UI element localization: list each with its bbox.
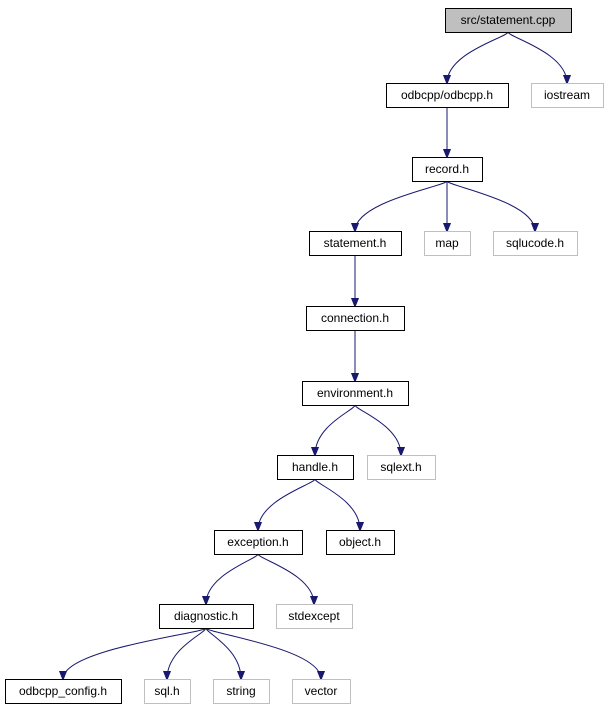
node-box: [306, 306, 405, 331]
node-label: vector: [305, 684, 338, 698]
node-box: [531, 83, 604, 108]
node-odbcpp-config-h[interactable]: odbcpp_config.h: [5, 679, 122, 704]
node-box: [412, 157, 483, 182]
node-label: diagnostic.h: [174, 609, 238, 623]
edge-handle_h-to-object_h: [314, 478, 360, 530]
node-diagnostic-h[interactable]: diagnostic.h: [159, 604, 254, 629]
node-label: object.h: [339, 535, 381, 549]
node-box: [214, 530, 303, 555]
node-odbcpp-h[interactable]: odbcpp/odbcpp.h: [386, 83, 509, 108]
node-label: string: [226, 684, 255, 698]
node-label: sqlext.h: [380, 460, 421, 474]
edge-exception_h-to-stdexcept: [257, 553, 314, 604]
node-box: [309, 231, 402, 256]
node-box: [326, 530, 395, 555]
node-sqlucode-h: sqlucode.h: [493, 231, 578, 256]
node-box: [276, 604, 353, 629]
edge-statement_cpp-to-odbcpp_h: [447, 31, 509, 83]
edge-diagnostic_h-to-vector: [205, 627, 321, 679]
node-box: [493, 231, 578, 256]
node-box: [292, 679, 351, 704]
edges: [63, 31, 567, 679]
node-label: sql.h: [154, 684, 179, 698]
edge-statement_cpp-to-iostream: [507, 31, 567, 83]
edge-environment_h-to-sqlext_h: [354, 404, 401, 455]
node-label: record.h: [425, 162, 469, 176]
node-connection-h[interactable]: connection.h: [306, 306, 405, 331]
edge-diagnostic_h-to-sql_h: [167, 627, 207, 679]
node-label: statement.h: [324, 236, 387, 250]
node-exception-h[interactable]: exception.h: [214, 530, 303, 555]
edge-environment_h-to-handle_h: [315, 404, 356, 455]
node-box: [302, 381, 409, 406]
node-record-h[interactable]: record.h: [412, 157, 483, 182]
edge-handle_h-to-exception_h: [258, 478, 316, 530]
node-label: stdexcept: [288, 609, 340, 623]
node-box: [213, 679, 270, 704]
nodes: src/statement.cpp odbcpp/odbcpp.h iostream…: [5, 8, 604, 704]
node-object-h[interactable]: object.h: [326, 530, 395, 555]
node-vector: vector: [292, 679, 351, 704]
node-label: environment.h: [317, 386, 393, 400]
node-map: map: [424, 231, 471, 256]
node-box: [386, 83, 509, 108]
node-label: odbcpp/odbcpp.h: [401, 88, 493, 102]
node-label: map: [435, 236, 459, 250]
node-label: odbcpp_config.h: [19, 684, 107, 698]
node-label: iostream: [544, 88, 590, 102]
node-label: handle.h: [292, 460, 338, 474]
node-box: [5, 679, 122, 704]
edge-diagnostic_h-to-string: [205, 627, 241, 679]
node-box: [424, 231, 471, 256]
node-box: [144, 679, 191, 704]
node-box: [445, 8, 572, 33]
node-environment-h[interactable]: environment.h: [302, 381, 409, 406]
node-string: string: [213, 679, 270, 704]
edge-exception_h-to-diagnostic_h: [206, 553, 259, 604]
node-handle-h[interactable]: handle.h: [277, 455, 354, 480]
node-sql-h: sql.h: [144, 679, 191, 704]
node-box: [277, 455, 354, 480]
node-box: [159, 604, 254, 629]
node-label: exception.h: [227, 535, 288, 549]
node-box: [367, 455, 436, 480]
node-statement-cpp[interactable]: src/statement.cpp: [445, 8, 572, 33]
node-sqlext-h: sqlext.h: [367, 455, 436, 480]
edge-record_h-to-sqlucode_h: [446, 180, 535, 231]
edge-diagnostic_h-to-odbcpp_config_h: [63, 627, 207, 679]
node-label: sqlucode.h: [506, 236, 564, 250]
node-statement-h[interactable]: statement.h: [309, 231, 402, 256]
node-stdexcept: stdexcept: [276, 604, 353, 629]
edge-record_h-to-statement_h: [355, 180, 448, 231]
node-label: connection.h: [321, 311, 389, 325]
node-iostream: iostream: [531, 83, 604, 108]
node-label: src/statement.cpp: [461, 13, 556, 27]
